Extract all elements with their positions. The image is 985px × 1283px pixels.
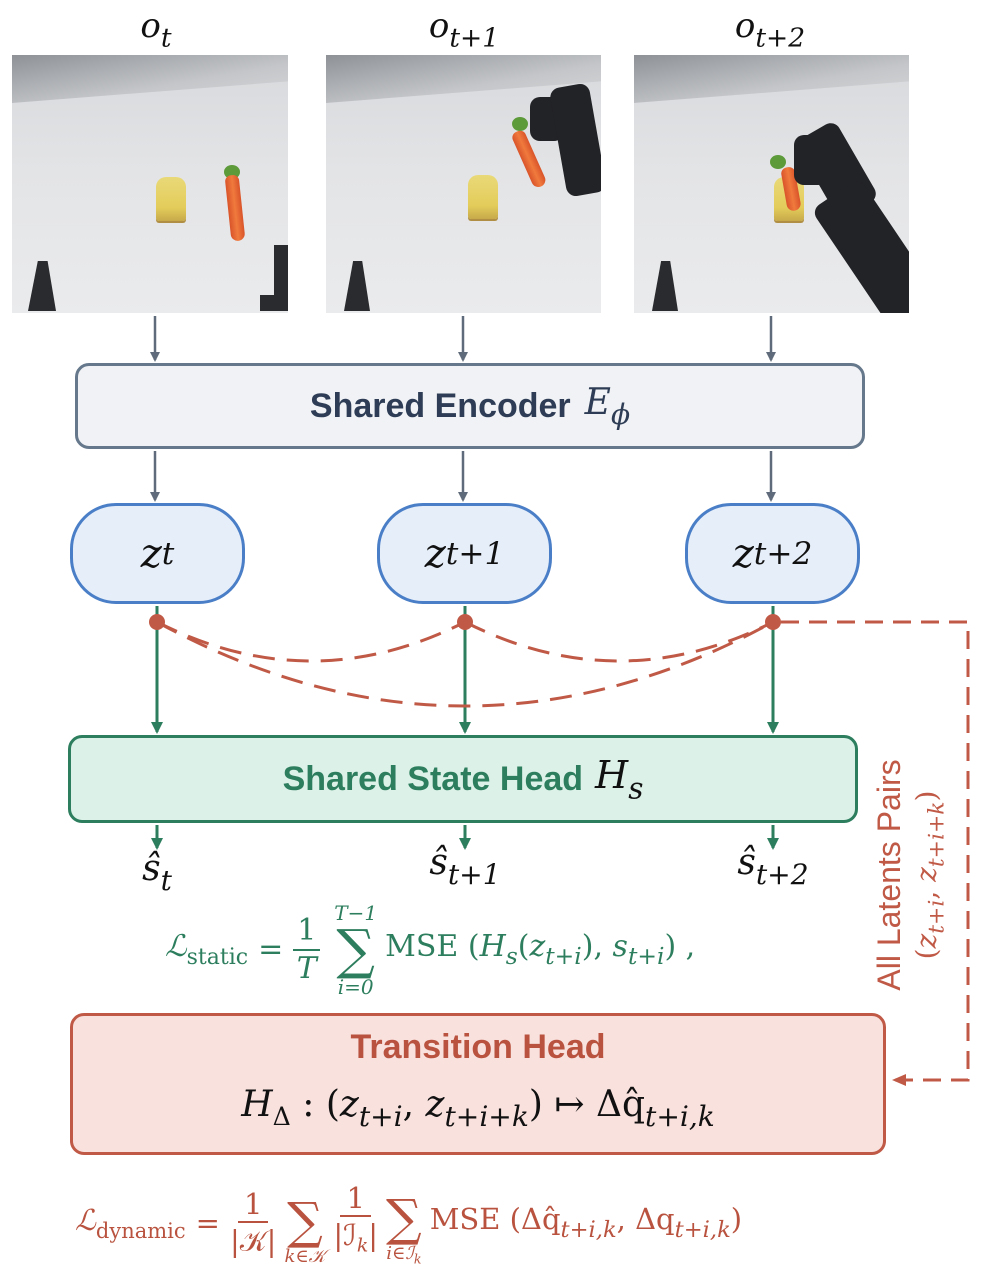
state-output-t1: ŝt+1 (429, 842, 501, 891)
frame-label-t2: ot+2 (734, 6, 806, 54)
shared-state-head-box: Shared State Head Hs (68, 735, 858, 823)
encoder-to-latent-arrows (150, 451, 776, 502)
state-head-to-output-arrows (151, 825, 779, 850)
shared-encoder-box: Shared Encoder Eϕ (75, 363, 865, 449)
latent-pairs-label-line1: All Latents Pairs (871, 759, 907, 991)
static-loss-eq: = (258, 932, 284, 967)
latent-pairs-label-line2: (zt+i, zt+i+k) (910, 790, 950, 960)
dynamic-loss-sum-2: ∑ i∈ℐk (386, 1188, 422, 1267)
static-loss-sum: T−1 ∑ i=0 (334, 900, 378, 999)
static-loss-fraction: 1 T (293, 913, 321, 987)
image-to-encoder-arrows (150, 316, 776, 362)
encoder-symbol: Eϕ (584, 381, 631, 431)
state-head-symbol: Hs (595, 752, 644, 806)
shared-encoder-title: Shared Encoder (309, 386, 571, 425)
dynamic-loss-body: MSE (Δq̂t+i,k, Δqt+i,k) (429, 1202, 743, 1243)
state-output-t: ŝt (142, 848, 172, 897)
dynamic-loss-fraction-2: 1 |ℐk| (333, 1180, 379, 1257)
latent-pairs-label: All Latents Pairs (zt+i, zt+i+k) (870, 725, 950, 1025)
shared-state-head-title: Shared State Head (282, 759, 584, 798)
pairs-to-transition-route (781, 620, 970, 1086)
static-loss-body: MSE (Hs(zt+i), st+i) , (385, 928, 696, 971)
static-loss-lhs: ℒstatic (165, 929, 249, 970)
dynamic-loss-lhs: ℒdynamic (75, 1202, 186, 1243)
frame-label-t1: ot+1 (428, 6, 500, 54)
transition-head-mapping: HΔ : (zt+i, zt+i+k) ↦ Δq̂t+i,k (241, 1084, 715, 1133)
dynamic-loss-eq: = (195, 1205, 220, 1240)
observation-image-t1 (326, 55, 601, 313)
transition-head-title: Transition Head (350, 1028, 606, 1066)
dynamic-loss-sum-1: ∑ k∈𝒦 (284, 1191, 326, 1267)
static-loss-formula: ℒstatic = 1 T T−1 ∑ i=0 MSE (Hs(zt+i), s… (165, 892, 695, 1007)
latent-pair-arcs (156, 620, 774, 708)
state-output-t2: ŝt+2 (737, 842, 809, 891)
frame-label-t: ot (140, 6, 172, 54)
latent-pair-dots (149, 614, 781, 630)
dynamic-loss-fraction-1: 1 |𝒦| (229, 1186, 277, 1258)
transition-head-box: Transition Head HΔ : (zt+i, zt+i+k) ↦ Δq… (70, 1013, 886, 1155)
dynamic-loss-formula: ℒdynamic = 1 |𝒦| ∑ k∈𝒦 1 |ℐk| ∑ i∈ℐk MSE… (75, 1170, 742, 1275)
observation-image-t (12, 55, 288, 313)
observation-image-t2 (634, 55, 909, 313)
